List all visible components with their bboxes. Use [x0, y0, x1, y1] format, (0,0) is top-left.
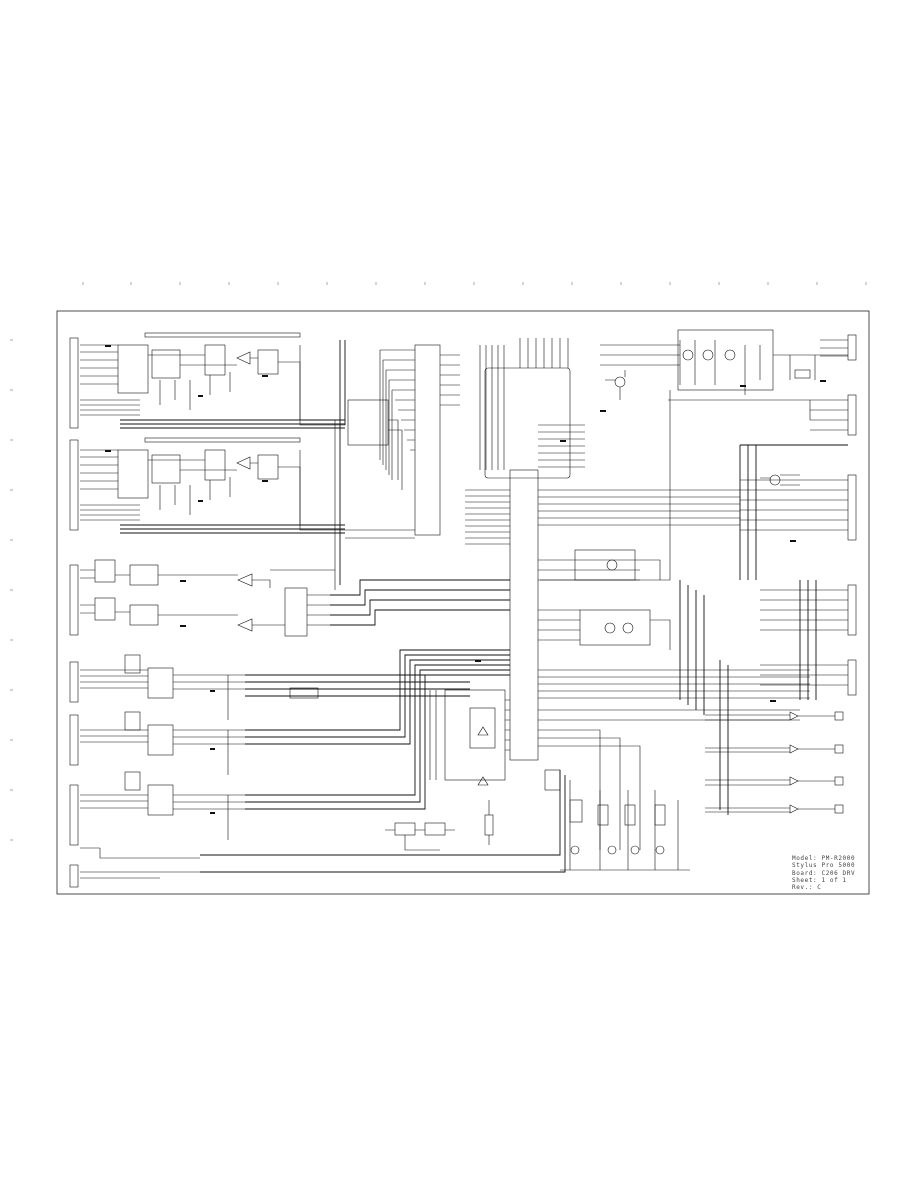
head-driver-block-2 — [80, 437, 345, 531]
border-ruler-top — [82, 282, 867, 285]
sheet-border — [56, 310, 870, 895]
bus-lines-right — [679, 444, 848, 815]
title-sheet: Sheet: 1 of 1 — [792, 876, 847, 884]
amplifier-block — [80, 420, 336, 637]
sensor-circuits — [544, 769, 690, 871]
head-driver-block-1 — [80, 332, 345, 426]
border-ruler-left — [10, 339, 13, 841]
title-model: Model: PM-R2000 — [792, 855, 856, 862]
right-mid-transistors — [574, 474, 800, 650]
lower-right-output — [705, 711, 844, 814]
connector-cn-right — [740, 334, 857, 696]
lower-left-ic-blocks — [80, 654, 319, 879]
title-product: Stylus Pro 5000 — [792, 862, 856, 870]
bus-lines-left — [120, 340, 566, 873]
title-rev: Rev.: C — [792, 884, 822, 892]
passive-components — [105, 345, 826, 814]
memory-ic-block — [385, 689, 510, 851]
main-mcu-chip — [465, 338, 810, 850]
title-board: Board: C206 DRV — [792, 869, 856, 877]
gate-array-ic — [345, 344, 460, 539]
connector-cn-left — [69, 337, 79, 888]
upper-right-transistors — [540, 329, 848, 581]
title-block: Model: PM-R2000 Stylus Pro 5000 Board: C… — [792, 855, 902, 891]
